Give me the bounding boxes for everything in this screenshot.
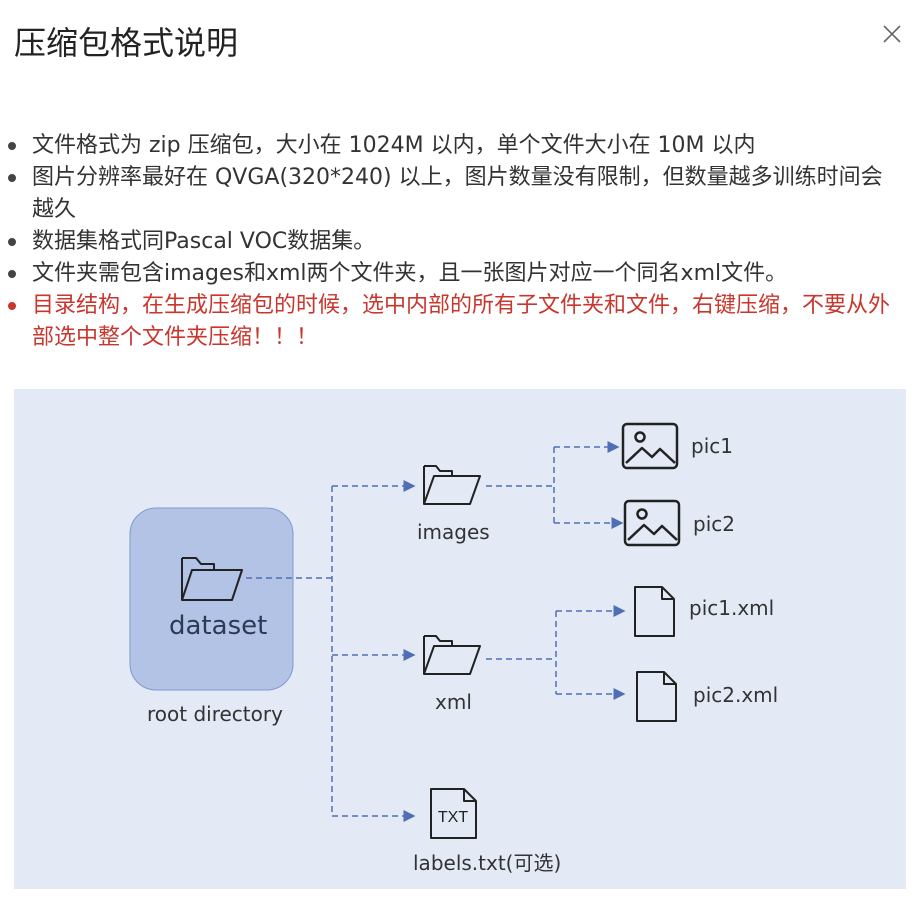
root-folder-name: dataset xyxy=(169,611,268,641)
folder-icon xyxy=(423,465,481,505)
file-name-pic1-xml: pic1.xml xyxy=(689,596,775,620)
rule-text: 图片分辨率最好在 QVGA(320*240) 以上，图片数量没有限制，但数量越多… xyxy=(32,165,883,222)
folder-name-xml: xml xyxy=(435,690,472,714)
image-icon xyxy=(621,422,679,470)
rule-text: 文件格式为 zip 压缩包，大小在 1024M 以内，单个文件大小在 10M 以… xyxy=(32,133,756,158)
close-button[interactable] xyxy=(878,20,906,48)
format-rules-list: 文件格式为 zip 压缩包，大小在 1024M 以内，单个文件大小在 10M 以… xyxy=(8,130,892,354)
bullet-icon xyxy=(8,270,16,278)
bullet-icon xyxy=(8,302,16,310)
file-name-pic2-xml: pic2.xml xyxy=(693,683,779,707)
file-name-pic2: pic2 xyxy=(693,512,735,536)
close-icon xyxy=(883,25,901,43)
file-icon xyxy=(636,671,677,722)
rule-text: 数据集格式同Pascal VOC数据集。 xyxy=(32,229,376,254)
folder-name-images: images xyxy=(417,520,490,544)
bullet-icon xyxy=(8,174,16,182)
rule-text: 文件夹需包含images和xml两个文件夹，且一张图片对应一个同名xml文件。 xyxy=(32,261,788,286)
rule-item: 图片分辨率最好在 QVGA(320*240) 以上，图片数量没有限制，但数量越多… xyxy=(8,162,892,226)
folder-icon xyxy=(181,557,243,601)
rule-item: 数据集格式同Pascal VOC数据集。 xyxy=(8,226,892,258)
rule-text: 目录结构，在生成压缩包的时候，选中内部的所有子文件夹和文件，右键压缩，不要从外部… xyxy=(32,293,891,350)
file-icon xyxy=(634,586,675,637)
dialog-title: 压缩包格式说明 xyxy=(14,24,239,62)
rule-item: 文件夹需包含images和xml两个文件夹，且一张图片对应一个同名xml文件。 xyxy=(8,258,892,290)
bullet-icon xyxy=(8,238,16,246)
file-name-pic1: pic1 xyxy=(691,434,733,458)
txt-file-icon xyxy=(430,788,477,839)
rule-item: 文件格式为 zip 压缩包，大小在 1024M 以内，单个文件大小在 10M 以… xyxy=(8,130,892,162)
folder-icon xyxy=(423,635,481,675)
directory-structure-diagram: TXT dataset root directory images xml pi… xyxy=(14,389,906,889)
bullet-icon xyxy=(8,142,16,150)
txt-badge: TXT xyxy=(438,809,468,826)
root-caption: root directory xyxy=(147,702,283,726)
image-icon xyxy=(623,499,681,547)
connector-lines xyxy=(246,441,626,822)
rule-item-warning: 目录结构，在生成压缩包的时候，选中内部的所有子文件夹和文件，右键压缩，不要从外部… xyxy=(8,290,892,354)
file-name-labels: labels.txt(可选) xyxy=(413,851,562,875)
diagram-canvas: TXT xyxy=(129,422,681,839)
